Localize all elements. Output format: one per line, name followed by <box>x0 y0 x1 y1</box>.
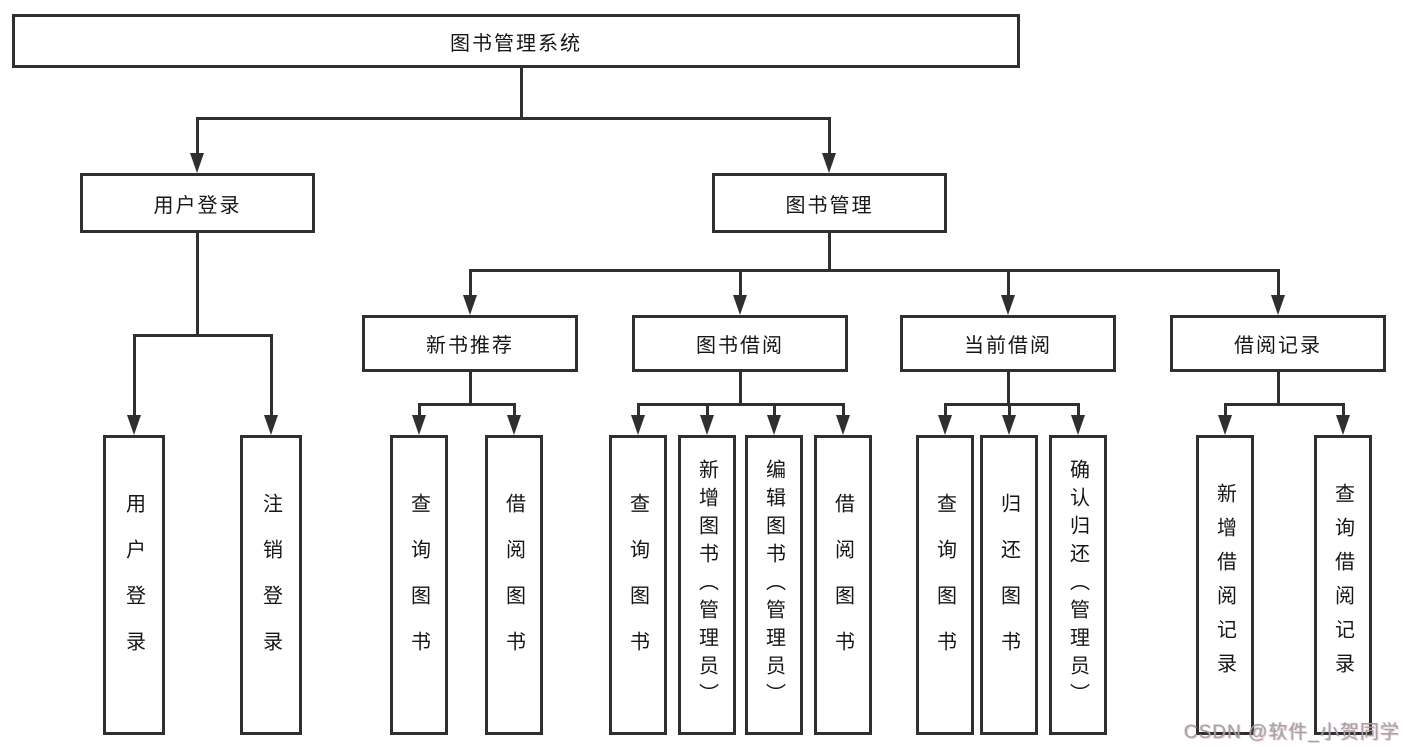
leaf-borrowing-add-books-admin-label: 新增图书（管理员） <box>695 459 718 711</box>
node-book-borrowing-label: 图书借阅 <box>696 335 784 357</box>
node-new-book-recommend: 新书推荐 <box>362 315 578 372</box>
arrowhead-down <box>938 415 952 435</box>
arrowhead-down <box>1218 415 1232 435</box>
node-current-borrowing: 当前借阅 <box>900 315 1116 372</box>
arrowhead-down <box>264 415 278 435</box>
leaf-borrowing-query-books: 查询图书 <box>609 435 667 735</box>
node-borrowing-records-label: 借阅记录 <box>1234 335 1322 357</box>
connector-line <box>196 117 830 120</box>
arrowhead-down <box>127 415 141 435</box>
leaf-newbook-borrow-books-label: 借阅图书 <box>502 493 525 677</box>
arrowhead-down <box>733 295 747 315</box>
connector-line <box>828 117 831 157</box>
connector-line <box>1277 269 1280 297</box>
node-book-management-label: 图书管理 <box>785 194 874 217</box>
arrowhead-down <box>1271 295 1285 315</box>
node-root-label: 图书管理系统 <box>450 32 582 55</box>
node-new-book-recommend-label: 新书推荐 <box>426 335 514 357</box>
connector-line <box>520 68 523 119</box>
arrowhead-down <box>631 415 645 435</box>
csdn-watermark: CSDN @软件_小贺同学 <box>1184 722 1400 743</box>
leaf-current-return-books: 归还图书 <box>980 435 1038 735</box>
node-book-borrowing: 图书借阅 <box>632 315 848 372</box>
connector-line <box>469 269 1280 272</box>
connector-line <box>944 403 947 418</box>
arrowhead-down <box>412 415 426 435</box>
node-user-login: 用户登录 <box>80 173 315 233</box>
leaf-current-confirm-return-admin: 确认归还（管理员） <box>1049 435 1107 735</box>
arrowhead-down <box>836 415 850 435</box>
leaf-records-query-record-label: 查询借阅记录 <box>1331 483 1354 687</box>
leaf-user-login: 用户登录 <box>103 435 165 735</box>
node-root: 图书管理系统 <box>12 14 1020 68</box>
arrowhead-down <box>1002 415 1016 435</box>
node-borrowing-records: 借阅记录 <box>1170 315 1386 372</box>
connector-line <box>196 233 199 337</box>
connector-line <box>1224 403 1227 418</box>
connector-line <box>739 269 742 297</box>
leaf-newbook-borrow-books: 借阅图书 <box>485 435 543 735</box>
arrowhead-down <box>700 415 714 435</box>
connector-line <box>418 403 421 418</box>
connector-line <box>1277 372 1280 405</box>
connector-line <box>469 372 472 405</box>
leaf-current-confirm-return-admin-label: 确认归还（管理员） <box>1066 459 1089 711</box>
arrowhead-down <box>822 153 836 173</box>
leaf-borrowing-add-books-admin: 新增图书（管理员） <box>678 435 736 735</box>
connector-line <box>828 233 831 271</box>
arrowhead-down <box>1336 415 1350 435</box>
node-book-management: 图书管理 <box>712 173 947 233</box>
arrowhead-down <box>190 153 204 173</box>
arrowhead-down <box>767 415 781 435</box>
leaf-newbook-query-books-label: 查询图书 <box>407 493 430 677</box>
leaf-records-add-record: 新增借阅记录 <box>1196 435 1254 735</box>
connector-line <box>133 334 136 417</box>
node-current-borrowing-label: 当前借阅 <box>964 335 1052 357</box>
connector-line <box>1342 403 1345 418</box>
leaf-user-login-label: 用户登录 <box>122 493 145 677</box>
leaf-newbook-query-books: 查询图书 <box>390 435 448 735</box>
connector-line <box>133 334 273 337</box>
connector-line <box>773 403 776 418</box>
leaf-current-query-books-label: 查询图书 <box>933 493 956 677</box>
connector-line <box>842 403 845 418</box>
connector-line <box>469 269 472 297</box>
connector-line <box>1077 403 1080 418</box>
leaf-borrowing-edit-books-admin-label: 编辑图书（管理员） <box>762 459 785 711</box>
leaf-borrowing-edit-books-admin: 编辑图书（管理员） <box>745 435 803 735</box>
arrowhead-down <box>1071 415 1085 435</box>
connector-line <box>739 372 742 405</box>
leaf-current-query-books: 查询图书 <box>916 435 974 735</box>
leaf-logout: 注销登录 <box>240 435 302 735</box>
leaf-records-query-record: 查询借阅记录 <box>1314 435 1372 735</box>
connector-line <box>637 403 640 418</box>
leaf-borrowing-borrow-books: 借阅图书 <box>814 435 872 735</box>
connector-line <box>637 403 845 406</box>
connector-line <box>1224 403 1345 406</box>
arrowhead-down <box>463 295 477 315</box>
connector-line <box>270 334 273 417</box>
arrowhead-down <box>1001 295 1015 315</box>
leaf-borrowing-query-books-label: 查询图书 <box>626 493 649 677</box>
connector-line <box>1007 372 1010 405</box>
arrowhead-down <box>507 415 521 435</box>
connector-line <box>196 117 199 157</box>
connector-line <box>418 403 516 406</box>
leaf-logout-label: 注销登录 <box>259 493 282 677</box>
connector-line <box>1008 403 1011 418</box>
node-user-login-label: 用户登录 <box>153 194 242 217</box>
leaf-records-add-record-label: 新增借阅记录 <box>1213 483 1236 687</box>
leaf-current-return-books-label: 归还图书 <box>997 493 1020 677</box>
connector-line <box>513 403 516 418</box>
leaf-borrowing-borrow-books-label: 借阅图书 <box>831 493 854 677</box>
connector-line <box>944 403 1080 406</box>
connector-line <box>706 403 709 418</box>
connector-line <box>1007 269 1010 297</box>
